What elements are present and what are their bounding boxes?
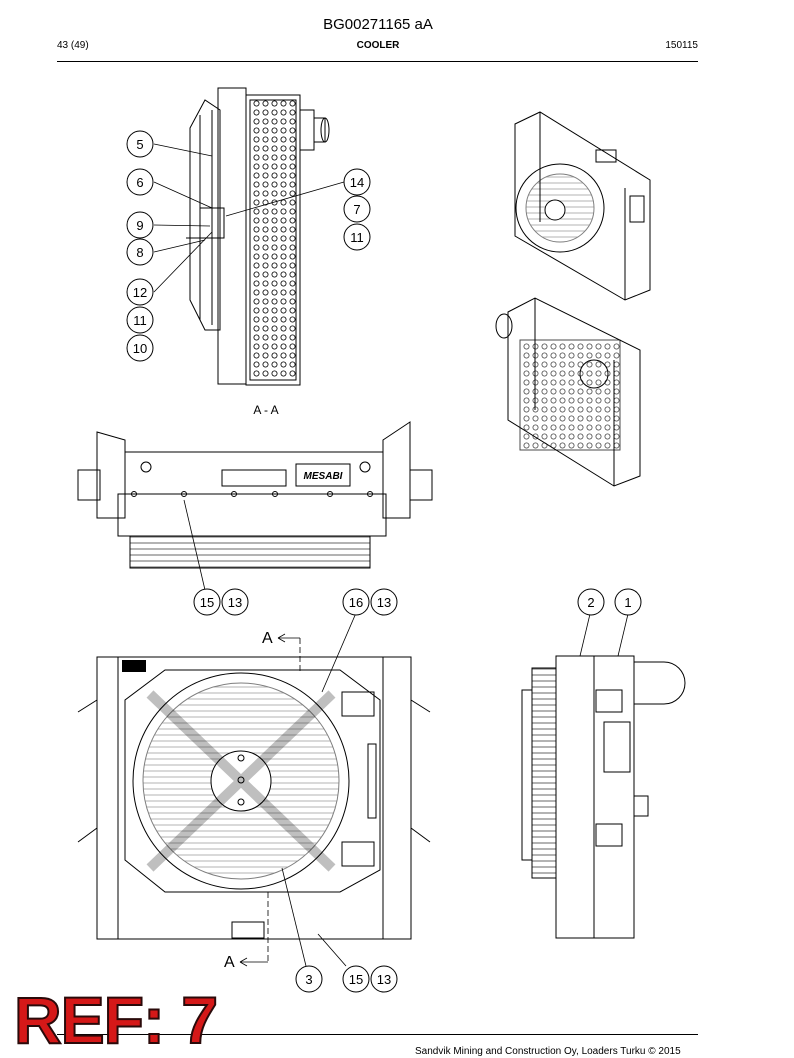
callout-13: 13 [221,588,249,616]
section-label: A - A [253,403,278,417]
document-code: BG00271165 aA [323,16,433,33]
svg-text:5: 5 [136,137,143,152]
front-view [77,656,431,940]
section-title: COOLER [356,40,400,51]
svg-text:2: 2 [587,595,594,610]
svg-text:8: 8 [136,245,143,260]
ref-stamp: REF: 7 [13,982,219,1058]
isometric-view-rear [495,297,641,487]
svg-text:10: 10 [133,341,147,356]
section-arrows [239,633,300,967]
footer-copyright: Sandvik Mining and Construction Oy, Load… [415,1046,681,1057]
callout-9: 9 [126,211,154,239]
svg-text:12: 12 [133,285,147,300]
side-view-leaders [153,143,345,293]
right-view-leaders [579,613,629,657]
callout-3: 3 [295,965,323,993]
callout-14: 14 [343,168,371,196]
brand-plate: MESABI [304,471,343,482]
section-marker-top: A [262,630,273,647]
top-view-leaders [183,499,206,591]
top-view [77,421,433,569]
right-side-view [521,655,686,939]
front-brand-badge [122,660,146,672]
callout-6: 6 [126,168,154,196]
footer-rule [57,1034,698,1035]
header-rule [57,61,698,62]
svg-text:9: 9 [136,218,143,233]
svg-text:13: 13 [377,595,391,610]
front-view-leaders [281,612,357,967]
isometric-view-front [514,111,651,301]
callout-13b: 13 [370,588,398,616]
callouts: 5 6 9 8 12 11 10 14 7 11 15 13 16 13 2 1… [126,130,642,993]
callout-15: 15 [193,588,221,616]
callout-16: 16 [342,588,370,616]
svg-text:1: 1 [624,595,631,610]
callout-2: 2 [577,588,605,616]
svg-text:16: 16 [349,595,363,610]
callout-7: 7 [343,195,371,223]
svg-text:11: 11 [133,313,147,328]
date-code: 150115 [665,40,698,51]
section-lines [267,638,301,962]
svg-text:15: 15 [349,972,363,987]
svg-text:6: 6 [136,175,143,190]
svg-text:14: 14 [350,175,364,190]
svg-text:13: 13 [377,972,391,987]
svg-text:15: 15 [200,595,214,610]
callout-11: 11 [126,306,154,334]
section-view-a-a [186,87,330,386]
callout-8: 8 [126,238,154,266]
svg-text:13: 13 [228,595,242,610]
page-number: 43 (49) [57,40,89,51]
callout-5: 5 [126,130,154,158]
callout-11b: 11 [343,223,371,251]
svg-text:3: 3 [305,972,312,987]
callout-10: 10 [126,334,154,362]
callout-13c: 13 [370,965,398,993]
section-marker-bottom: A [224,954,235,971]
svg-text:7: 7 [353,202,360,217]
svg-text:11: 11 [350,230,364,245]
callout-12: 12 [126,278,154,306]
callout-15b: 15 [342,965,370,993]
callout-1: 1 [614,588,642,616]
